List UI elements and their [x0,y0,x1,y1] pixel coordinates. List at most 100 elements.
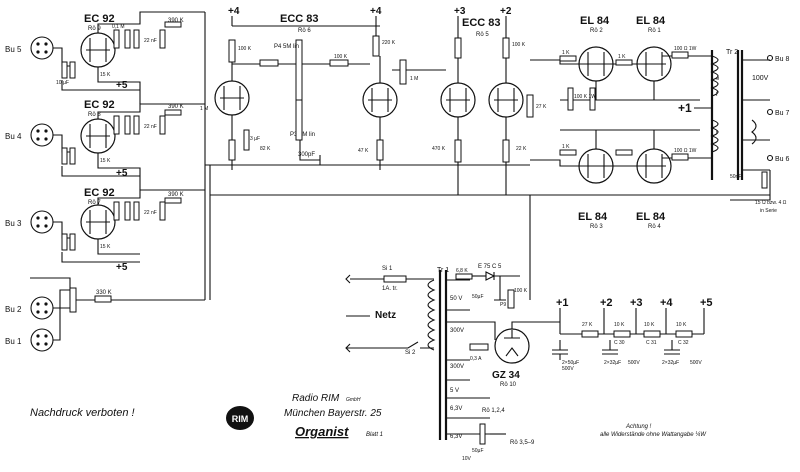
mains-terminal-1[interactable] [345,274,351,284]
svg-text:6,3V: 6,3V [450,406,462,412]
input-jack-bu3[interactable] [30,210,54,234]
svg-text:10V: 10V [462,456,472,462]
tube-ecc83-a-type: ECC 83 [280,13,319,25]
svg-text:100 K: 100 K [514,288,528,294]
svg-text:alle Widerstände ohne Wattanga: alle Widerstände ohne Wattangabe ¼W [600,432,707,438]
el84-output-stage: EL 84 Rö 2 EL 84 Rö 1 EL 84 Rö 3 EL 84 R… [530,15,712,230]
rim-logo-text: RIM [232,414,249,424]
svg-text:Rö 3,5–9: Rö 3,5–9 [510,440,535,446]
svg-text:2×32µF: 2×32µF [604,360,621,366]
svg-text:P3 1M lin: P3 1M lin [290,132,315,138]
svg-text:Rö 3: Rö 3 [590,224,603,230]
tube-gz34-type: GZ 34 [492,370,520,381]
svg-text:100 K: 100 K [334,54,348,60]
svg-text:15 K: 15 K [100,72,111,78]
tube-ec92-b-ref: Rö 8 [88,112,101,118]
svg-text:50µF: 50µF [472,448,484,454]
svg-text:2×50µF: 2×50µF [562,360,579,366]
input-jack-bu2[interactable] [30,296,54,320]
svg-text:Rö 10: Rö 10 [500,382,517,388]
svg-text:+1: +1 [678,101,692,115]
svg-text:Rö 1: Rö 1 [648,28,661,34]
svg-text:2×32µF: 2×32µF [662,360,679,366]
svg-text:5 V: 5 V [450,388,459,394]
tube-ec92-b-type: EC 92 [84,99,115,111]
svg-text:+2: +2 [500,6,512,17]
svg-text:Bu 8: Bu 8 [775,56,790,63]
input-jack-bu1[interactable] [30,328,54,352]
input-label-bu5: Bu 5 [5,45,22,54]
rim-logo [226,406,254,430]
output-transformer: Tr 2 e f r Bu 8 100V Bu 7 Bu 6 50nF 15 Ω… [710,49,790,214]
svg-text:50 V: 50 V [450,296,462,302]
svg-text:390 K: 390 K [168,18,184,24]
svg-text:22 K: 22 K [516,146,527,152]
reprint-notice: Nachdruck verboten ! [30,407,135,419]
tr2-label: Tr 2 [726,49,738,56]
svg-text:100 K: 100 K [238,46,252,52]
svg-text:27 K: 27 K [536,104,547,110]
svg-text:+4: +4 [228,6,240,17]
svg-text:27 K: 27 K [582,322,593,328]
input-jack-bu5[interactable] [30,36,54,60]
svg-text:+5: +5 [700,297,713,309]
svg-text:+3: +3 [454,6,466,17]
output-jack-bu6[interactable] [766,154,774,162]
input-label-bu3: Bu 3 [5,219,22,228]
svg-text:50µF: 50µF [472,294,484,300]
svg-text:+4: +4 [660,297,673,309]
svg-text:22 nF: 22 nF [144,38,157,44]
svg-text:300V: 300V [450,328,464,334]
ecc83-a-second-triode: +4 220 K 47 K 1 M [358,6,418,161]
ecc83-a-stage: +4 ECC 83 Rö 6 100 K 1 M P4 5M lin P3 1M… [200,6,380,165]
title-block: RIM Radio RIM GmbH München Bayerstr. 25 … [226,393,383,439]
output-jack-bu8[interactable] [766,54,774,62]
mains-label: Netz [375,310,396,321]
input-stage-1: Bu 5 EC 92 Rö 9 390 K 0,1 M 22 nF 15 K 1… [5,11,205,104]
company-suffix: GmbH [346,397,361,403]
svg-text:P4 5M lin: P4 5M lin [274,44,299,50]
tube-ecc83-b-ref: Rö 5 [476,32,489,38]
company-address: München Bayerstr. 25 [284,408,382,419]
svg-text:1A. tr.: 1A. tr. [382,286,398,292]
tube-el84-2-type: EL 84 [580,15,610,27]
input-jack-bu4[interactable] [30,123,54,147]
input-label-bu2: Bu 2 [5,305,22,314]
mains-terminal-2[interactable] [345,343,351,353]
svg-text:C 30: C 30 [614,340,625,346]
svg-text:Bu 6: Bu 6 [775,156,790,163]
svg-text:22 nF: 22 nF [144,210,157,216]
svg-text:82 K: 82 K [260,146,271,152]
svg-text:f: f [716,92,718,98]
svg-text:6,3V: 6,3V [450,434,462,440]
svg-text:+1: +1 [556,297,569,309]
company-name: Radio RIM [292,393,340,404]
svg-text:50nF: 50nF [730,174,741,180]
svg-text:C 32: C 32 [678,340,689,346]
svg-text:P9: P9 [500,302,506,308]
footnote: Achtung ! alle Widerstände ohne Wattanga… [600,424,707,438]
svg-text:e: e [716,76,720,82]
svg-text:+3: +3 [630,297,643,309]
svg-text:500V: 500V [562,366,574,372]
tube-ecc83-b-type: ECC 83 [462,17,501,29]
tube-ec92-c-type: EC 92 [84,187,115,199]
svg-text:Achtung !: Achtung ! [625,424,652,430]
tube-ec92-a-ref: Rö 9 [88,26,101,32]
svg-text:390 K: 390 K [168,192,184,198]
svg-text:Bu 7: Bu 7 [775,110,790,117]
svg-text:Si 1: Si 1 [382,266,393,272]
ecc83-b-stage: +3 +2 ECC 83 Rö 5 100 K 470 K 22 K 27 K [410,6,547,196]
svg-text:220 K: 220 K [382,40,396,46]
svg-text:15 K: 15 K [100,158,111,164]
output-jack-bu7[interactable] [766,108,774,116]
svg-text:330 K: 330 K [96,290,112,296]
input-label-bu1: Bu 1 [5,337,22,346]
svg-text:1 K: 1 K [618,54,626,60]
svg-text:100V: 100V [752,75,769,82]
svg-text:Rö 2: Rö 2 [590,28,603,34]
svg-text:in Serie: in Serie [760,208,777,214]
product-name: Organist [295,424,349,439]
svg-text:500V: 500V [690,360,702,366]
